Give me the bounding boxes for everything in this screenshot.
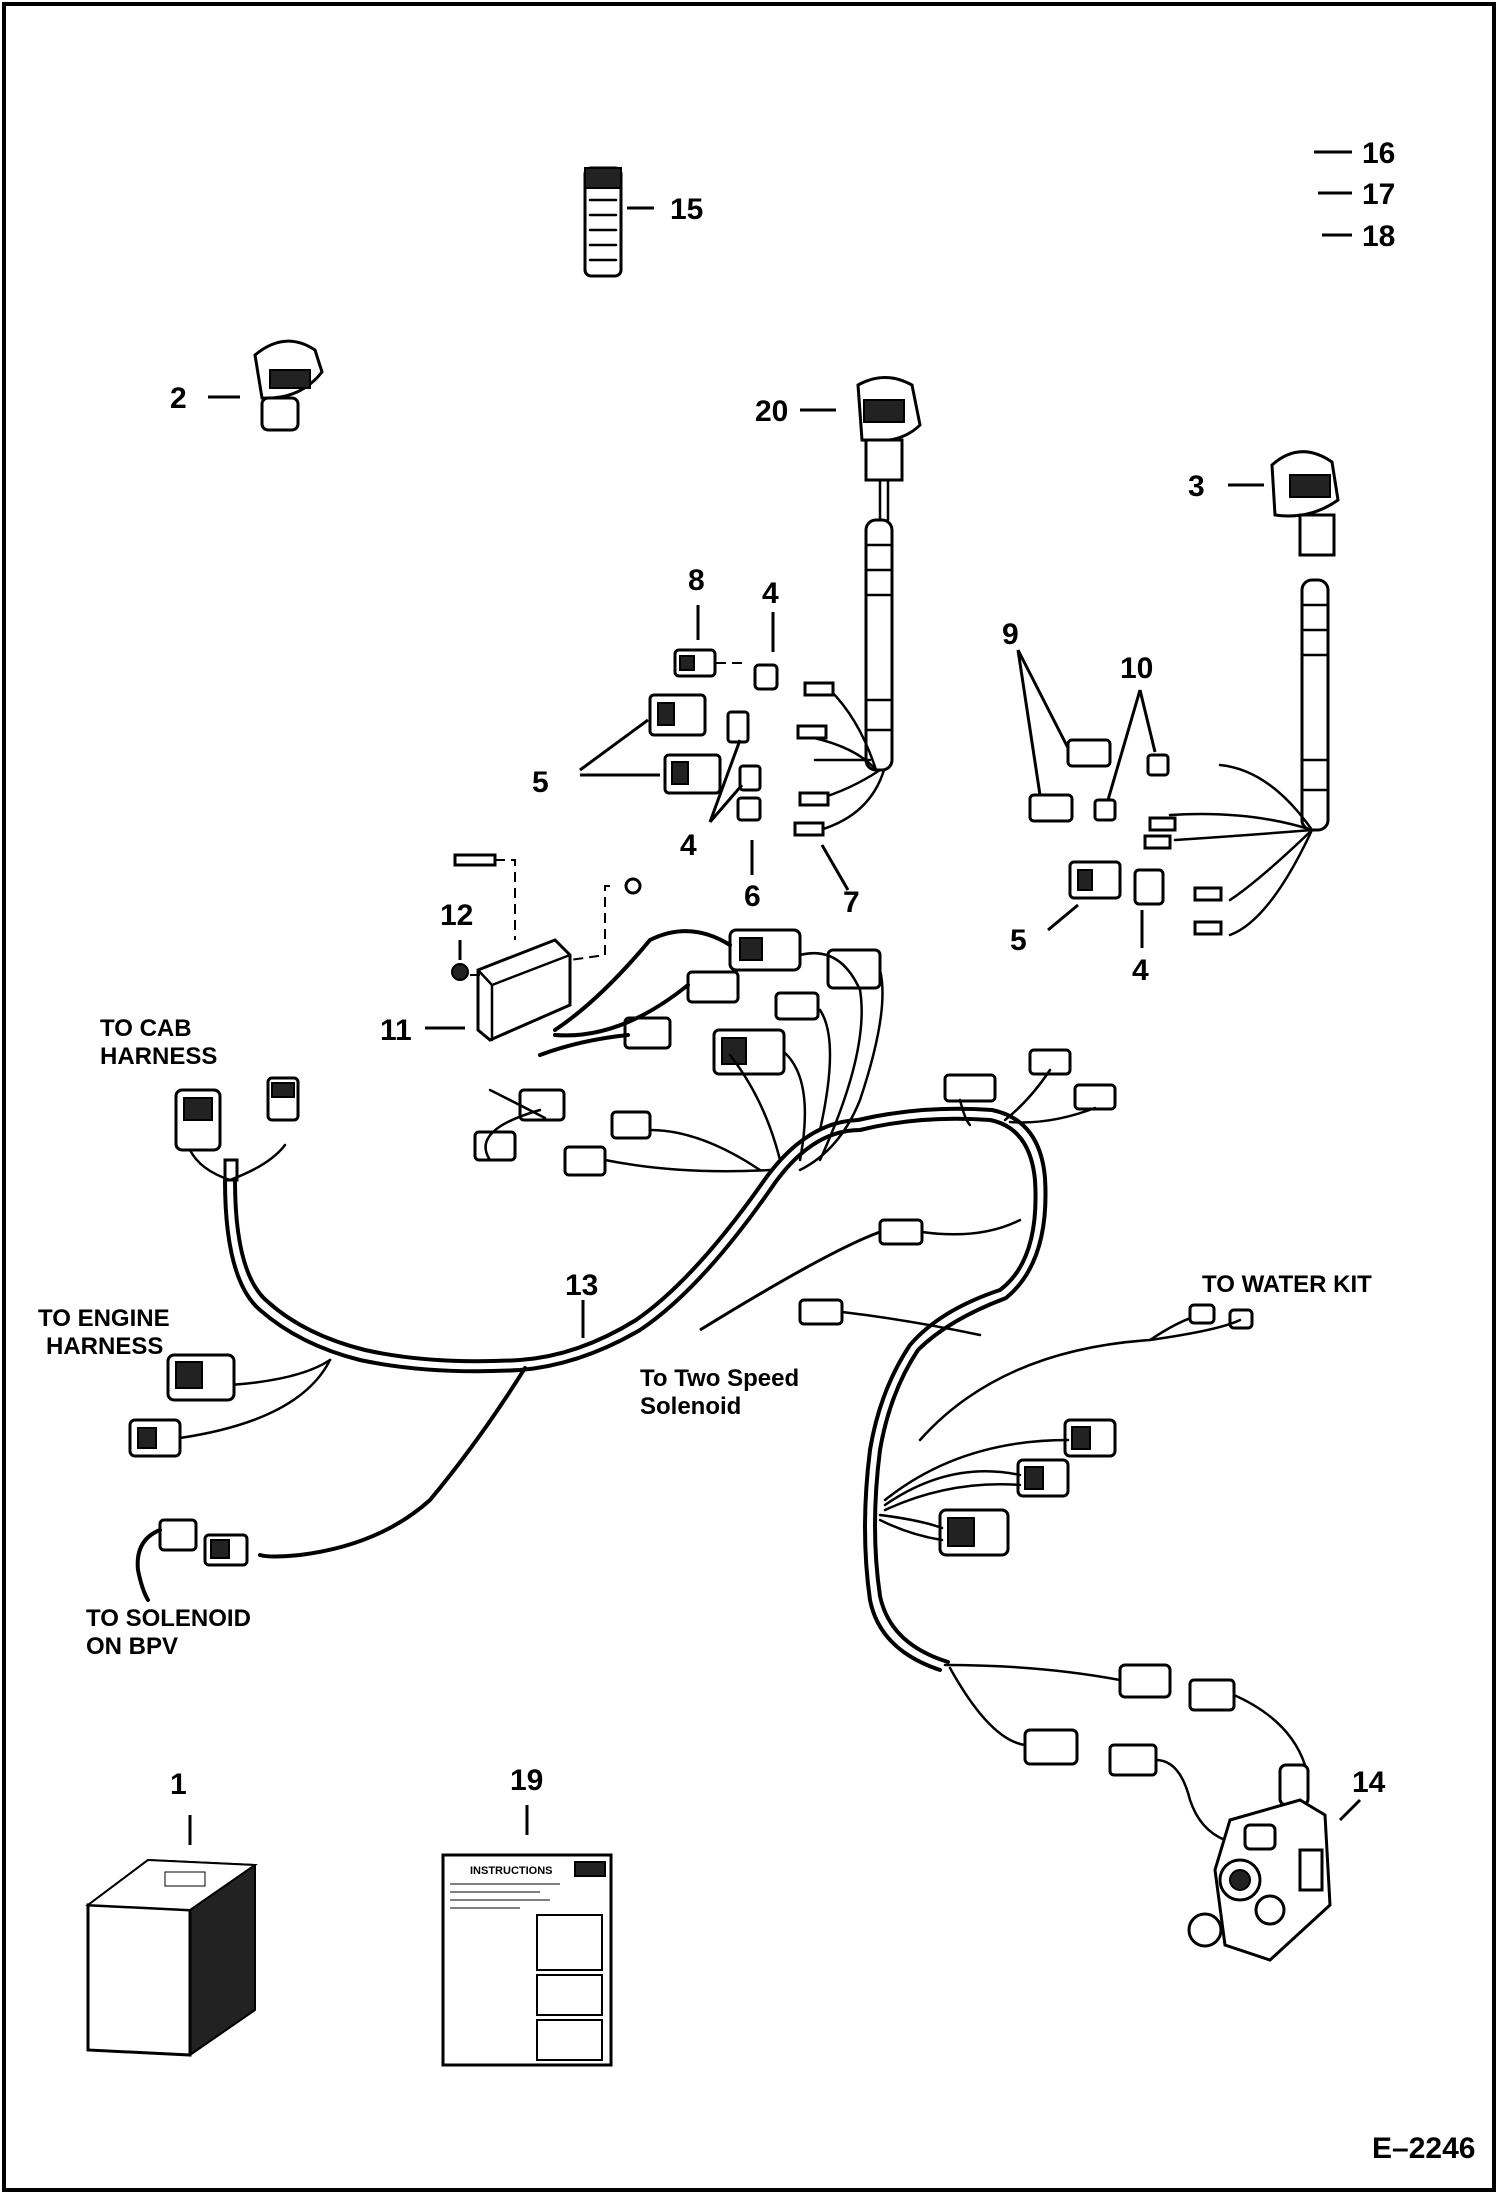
harness-branches-right (699, 1048, 1254, 1442)
callout-18: 18 (1362, 220, 1395, 253)
harness-lower-connectors (878, 1418, 1117, 1557)
part-1-box (85, 1815, 259, 2057)
callout-3: 3 (1188, 470, 1205, 503)
part-13-harness (128, 1076, 1048, 1672)
figure-id: E–2246 (1372, 2132, 1475, 2165)
callout-7: 7 (843, 886, 860, 919)
part-19-document: INSTRUCTIONS (441, 1805, 613, 2067)
callout-15: 15 (670, 193, 703, 226)
part-20-switch (798, 376, 922, 832)
note-two-speed-line2: Solenoid (640, 1393, 741, 1420)
note-two-speed-line1: To Two Speed (640, 1365, 799, 1392)
part-4-plug-upper (753, 612, 779, 691)
note-engine-harness-line1: TO ENGINE (38, 1305, 170, 1332)
part-5-connectors (579, 693, 762, 875)
callout-5-left: 5 (532, 766, 549, 799)
part-2-knob (208, 339, 324, 432)
callout-11: 11 (380, 1014, 412, 1047)
callout-8: 8 (688, 564, 705, 597)
part-5-4-right (1047, 860, 1223, 948)
note-engine-harness-line2: HARNESS (46, 1333, 163, 1360)
note-solenoid-bpv-line2: ON BPV (86, 1633, 178, 1660)
callout-5-right: 5 (1010, 924, 1027, 957)
callout-14: 14 (1352, 1766, 1386, 1799)
callout-4-middle: 4 (680, 829, 697, 862)
callout-16: 16 (1362, 137, 1395, 170)
parts-9-10-connectors (1016, 649, 1177, 850)
callout-1: 1 (170, 1768, 187, 1801)
part-7-terminals (793, 681, 850, 891)
callout-20: 20 (755, 395, 788, 428)
callout-2: 2 (170, 382, 187, 415)
part-14-connectors (943, 1663, 1307, 1842)
part-11-module (425, 853, 642, 1042)
callout-13: 13 (565, 1269, 598, 1302)
callout-17: 17 (1362, 178, 1395, 211)
doc-title: INSTRUCTIONS (470, 1865, 553, 1877)
part-15-pin (583, 166, 654, 278)
callout-12: 12 (440, 899, 473, 932)
note-cab-harness-line2: HARNESS (100, 1043, 217, 1070)
callout-10: 10 (1120, 652, 1153, 685)
callout-9: 9 (1002, 618, 1019, 651)
note-water-kit: TO WATER KIT (1202, 1271, 1372, 1298)
callout-4-right: 4 (1132, 954, 1149, 987)
callout-4-upper: 4 (762, 577, 779, 610)
harness-top-connectors (473, 928, 884, 1177)
note-solenoid-bpv-line1: TO SOLENOID (86, 1605, 251, 1632)
parts-16-18-leaders (1314, 150, 1352, 237)
part-14-valve (1187, 1763, 1362, 1962)
part-8-connector (673, 605, 748, 678)
part-3-switch (1168, 450, 1340, 937)
note-cab-harness-line1: TO CAB (100, 1015, 192, 1042)
callout-6: 6 (744, 880, 761, 913)
callout-19: 19 (510, 1764, 543, 1797)
